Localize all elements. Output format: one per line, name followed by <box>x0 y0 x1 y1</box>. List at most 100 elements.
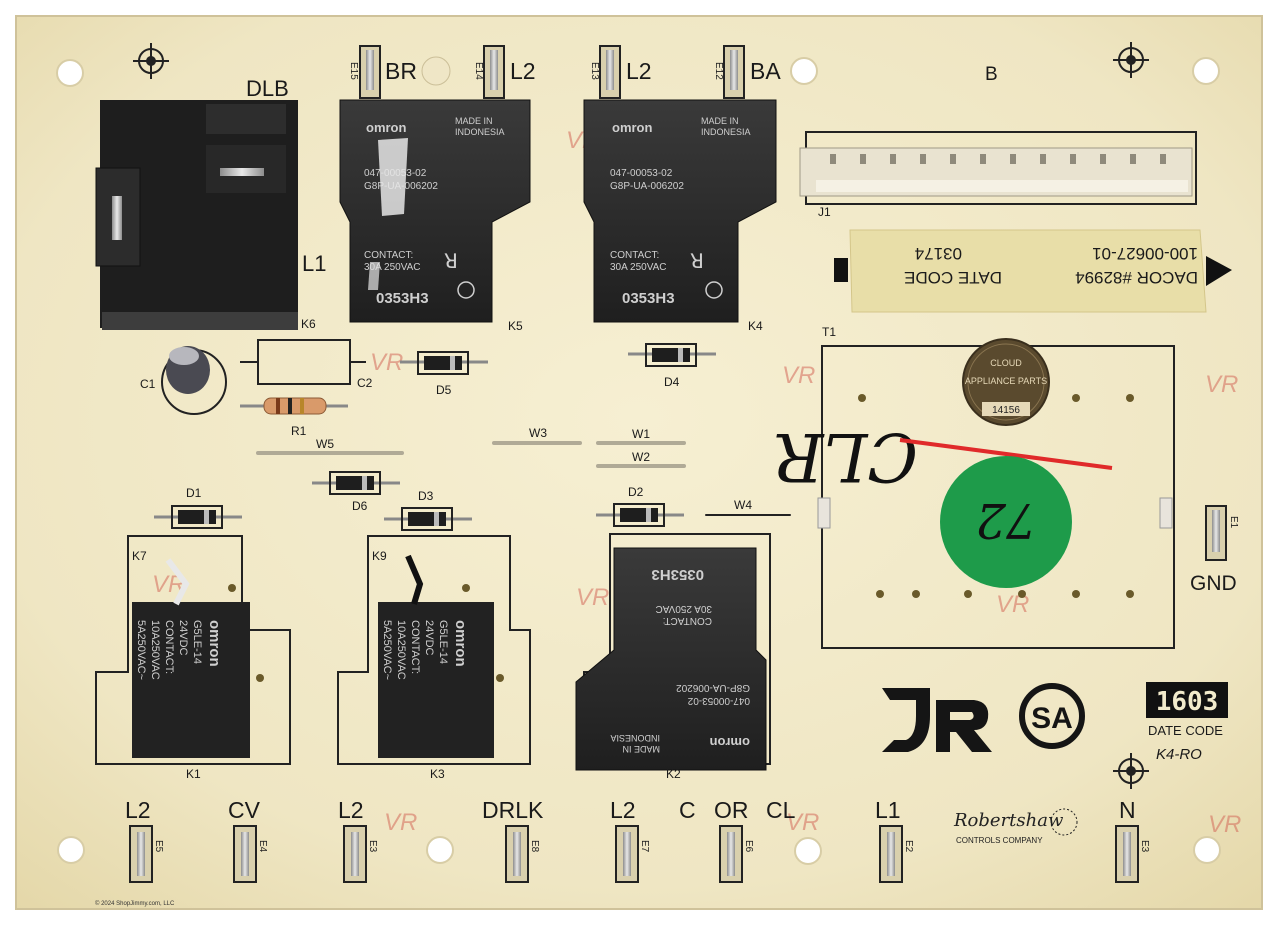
jumper-wires <box>256 441 791 516</box>
terminal-label-dlb: DLB <box>246 76 289 101</box>
svg-text:MADE IN: MADE IN <box>455 116 493 126</box>
svg-text:omron: omron <box>206 620 223 667</box>
svg-text:VR: VR <box>782 362 815 389</box>
ref-c2: C2 <box>357 376 373 390</box>
relay-k1: omron G5LE-14 24VDC CONTACT: 10A250VAC 5… <box>95 535 291 765</box>
capacitor-c2 <box>240 339 366 385</box>
vr-marks: VR VR VR VR VR VR VR VR VR VR <box>152 127 1241 838</box>
terminal-label-l2-e5: L2 <box>125 797 151 823</box>
svg-text:G5LE-14: G5LE-14 <box>191 620 203 664</box>
svg-text:APPLIANCE PARTS: APPLIANCE PARTS <box>965 376 1047 386</box>
connector-j1 <box>799 131 1197 205</box>
svg-text:VR: VR <box>786 809 819 836</box>
svg-text:5A250VAC~: 5A250VAC~ <box>135 620 147 680</box>
handwritten-clr: CLR <box>774 418 918 495</box>
svg-text:0353H3: 0353H3 <box>376 290 429 307</box>
svg-text:DATE CODE: DATE CODE <box>904 268 1002 287</box>
svg-text:5A250VAC~: 5A250VAC~ <box>381 620 393 680</box>
ref-k5: K5 <box>508 319 523 333</box>
svg-text:0353H3: 0353H3 <box>622 290 675 307</box>
svg-text:INDONESIA: INDONESIA <box>610 733 660 743</box>
svg-text:G8P-UA-006202: G8P-UA-006202 <box>610 181 684 192</box>
terminal-label-drlk: DRLK <box>482 797 544 823</box>
ref-k1: K1 <box>186 767 201 781</box>
ref-k4: K4 <box>748 319 763 333</box>
terminal-label-l1-top: L1 <box>302 251 326 276</box>
svg-text:0353H3: 0353H3 <box>651 566 704 583</box>
svg-text:24VDC: 24VDC <box>177 620 189 656</box>
svg-text:ꓤ: ꓤ <box>444 251 458 273</box>
ref-w5: W5 <box>316 437 334 451</box>
terminal-label-cl: CL <box>766 797 796 823</box>
ref-d5: D5 <box>436 383 452 397</box>
terminal-label-l2-e7: L2 <box>610 797 636 823</box>
svg-text:K4-RO: K4-RO <box>1156 746 1202 763</box>
terminal-e1-gnd <box>1205 505 1227 561</box>
ref-k3: K3 <box>430 767 445 781</box>
ref-k6: K6 <box>301 317 316 331</box>
relay-k2: omron MADE IN INDONESIA 047-00053-02 G8P… <box>575 533 771 771</box>
svg-text:100-00627-01: 100-00627-01 <box>1092 244 1198 263</box>
svg-text:DACOR #82994: DACOR #82994 <box>1075 268 1198 287</box>
relay-k6 <box>95 100 298 330</box>
ref-w4: W4 <box>734 498 752 512</box>
svg-text:omron: omron <box>366 120 407 135</box>
terminal-label-b: B <box>985 64 998 85</box>
svg-text:E1: E1 <box>1228 516 1239 529</box>
svg-text:10A250VAC: 10A250VAC <box>149 620 161 680</box>
svg-text:E3: E3 <box>367 840 378 853</box>
ref-d2: D2 <box>628 485 644 499</box>
svg-text:INDONESIA: INDONESIA <box>455 127 505 137</box>
ref-t1: T1 <box>822 325 836 339</box>
copyright-text: © 2024 ShopJimmy.com, LLC <box>95 900 175 907</box>
red-marker-line <box>899 438 1113 470</box>
svg-text:SA: SA <box>1031 702 1073 735</box>
green-dot-sticker: 72 <box>940 456 1072 588</box>
terminal-label-gnd: GND <box>1190 572 1237 595</box>
terminal-label-br: BR <box>385 58 417 84</box>
terminal-label-cv: CV <box>228 797 261 823</box>
svg-text:VR: VR <box>370 349 403 376</box>
ref-d6: D6 <box>352 499 368 513</box>
ref-k2: K2 <box>666 767 681 781</box>
svg-text:E4: E4 <box>257 840 268 853</box>
ref-j1: J1 <box>818 205 831 219</box>
svg-text:047-00053-02: 047-00053-02 <box>610 168 673 179</box>
svg-text:E7: E7 <box>639 840 650 853</box>
ref-w1: W1 <box>632 427 650 441</box>
svg-text:VR: VR <box>384 809 417 836</box>
robertshaw-logo: Robertshaw CONTROLS COMPANY <box>953 808 1078 845</box>
mounting-holes <box>56 57 1221 865</box>
ref-w2: W2 <box>632 450 650 464</box>
svg-text:VR: VR <box>576 584 609 611</box>
svg-text:30A 250VAC: 30A 250VAC <box>364 262 421 273</box>
relay-k3: omron G5LE-14 24VDC CONTACT: 10A250VAC 5… <box>337 535 531 765</box>
svg-text:10A250VAC: 10A250VAC <box>395 620 407 680</box>
svg-text:30A 250VAC: 30A 250VAC <box>610 262 667 273</box>
svg-text:E12: E12 <box>713 62 724 80</box>
svg-text:MADE IN: MADE IN <box>701 116 739 126</box>
svg-text:VR: VR <box>1205 371 1238 398</box>
ref-d1: D1 <box>186 486 202 500</box>
terminal-label-l2-e3: L2 <box>338 797 364 823</box>
terminal-label-l1: L1 <box>875 797 901 823</box>
capacitor-c1 <box>161 346 227 415</box>
svg-text:G8P-UA-006202: G8P-UA-006202 <box>676 682 750 693</box>
top-spade-terminals <box>359 45 745 99</box>
svg-text:CONTROLS COMPANY: CONTROLS COMPANY <box>956 836 1043 845</box>
svg-text:E2: E2 <box>903 840 914 853</box>
svg-text:E8: E8 <box>529 840 540 853</box>
part-label-sticker: DACOR #82994 DATE CODE 100-00627-01 0317… <box>834 229 1232 313</box>
svg-text:E13: E13 <box>589 62 600 80</box>
svg-text:03174: 03174 <box>915 244 962 263</box>
date-code-block: 1603 DATE CODE K4-RO <box>1146 682 1228 763</box>
svg-text:CONTACT:: CONTACT: <box>663 615 712 626</box>
svg-text:G5LE-14: G5LE-14 <box>437 620 449 664</box>
svg-text:DATE CODE: DATE CODE <box>1148 723 1223 738</box>
svg-text:CONTACT:: CONTACT: <box>364 250 413 261</box>
ref-k7: K7 <box>132 549 147 563</box>
relay-k4: omron MADE IN INDONESIA 047-00053-02 G8P… <box>583 99 777 323</box>
svg-text:omron: omron <box>710 735 751 750</box>
ref-w3: W3 <box>529 426 547 440</box>
svg-text:14156: 14156 <box>992 405 1020 416</box>
